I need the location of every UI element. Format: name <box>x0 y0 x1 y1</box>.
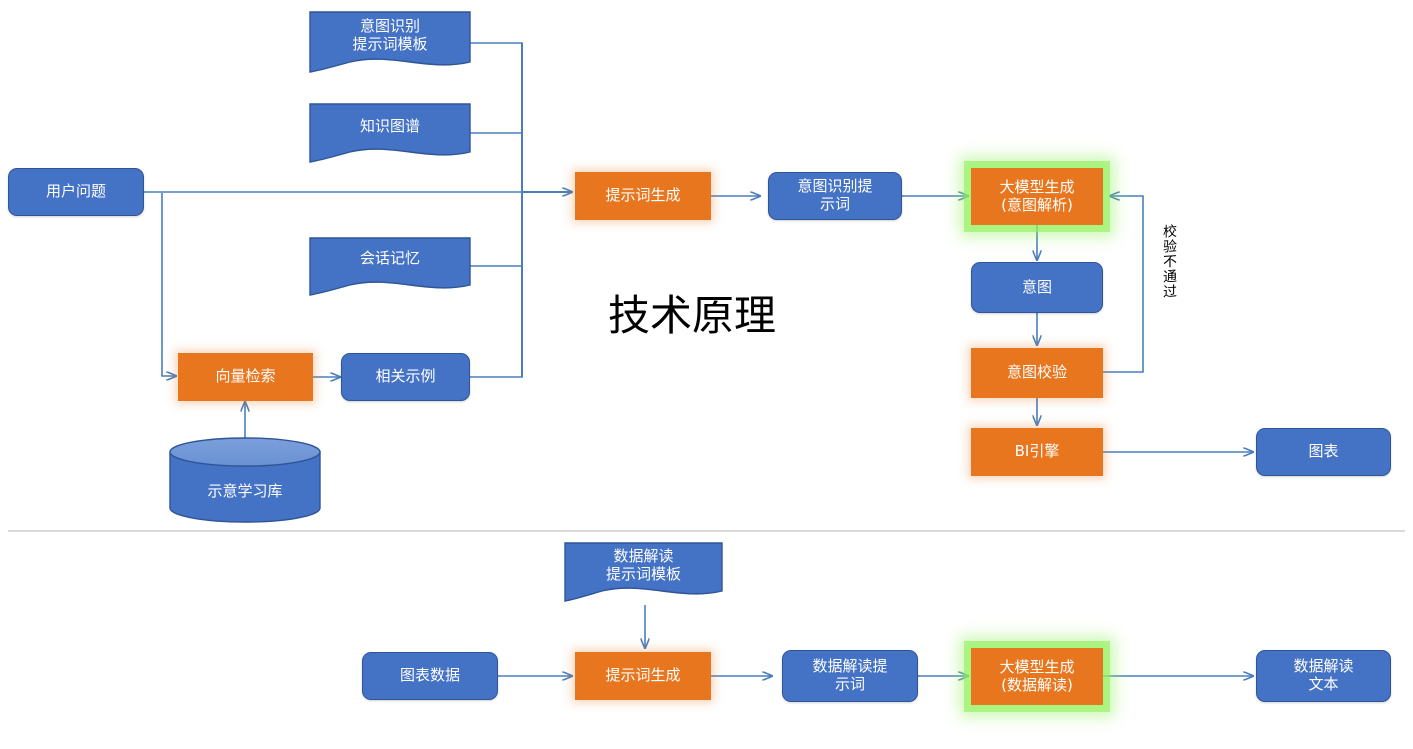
node-chart[interactable]: 图表 <box>1256 428 1391 476</box>
node-label: 会话记忆 <box>359 249 420 267</box>
node-intent-validation[interactable]: 意图校验 <box>971 348 1103 398</box>
node-label: 提示词生成 <box>605 186 681 205</box>
node-label: 意图识别 提示词模板 <box>352 17 428 53</box>
edge-validation-failed-loopback <box>1103 196 1144 373</box>
node-label: 知识图谱 <box>359 117 420 135</box>
edge-user-question-to-vector-search <box>161 193 176 376</box>
node-llm-intent[interactable]: 大模型生成 (意图解析) <box>971 168 1103 225</box>
node-label: BI引擎 <box>1014 442 1060 461</box>
node-prompt-generation-bottom[interactable]: 提示词生成 <box>575 652 711 700</box>
node-label: 提示词生成 <box>605 666 681 685</box>
node-label: 向量检索 <box>215 367 276 386</box>
node-label: 数据解读 文本 <box>1293 657 1354 693</box>
node-label: 大模型生成 (意图解析) <box>999 177 1075 214</box>
node-label: 用户问题 <box>45 182 106 201</box>
node-label: 意图 <box>1021 277 1052 296</box>
node-knowledge-graph: 知识图谱 <box>310 104 470 162</box>
node-label: 意图校验 <box>1006 363 1067 382</box>
edge-label-validation-failed: 校验不通过 <box>1161 223 1177 300</box>
section-divider <box>8 530 1405 532</box>
edge-intent-template-to-bus <box>470 42 523 192</box>
node-data-interpretation-text[interactable]: 数据解读 文本 <box>1256 650 1391 702</box>
node-related-examples[interactable]: 相关示例 <box>341 353 470 401</box>
node-llm-data[interactable]: 大模型生成 (数据解读) <box>971 648 1103 705</box>
node-bi-engine[interactable]: BI引擎 <box>971 428 1103 476</box>
node-data-prompt[interactable]: 数据解读提 示词 <box>782 650 918 702</box>
node-session-memory: 会话记忆 <box>310 238 470 295</box>
node-label: 大模型生成 (数据解读) <box>999 657 1075 694</box>
node-label: 图表数据 <box>399 666 460 685</box>
node-sample-library: 示意学习库 <box>170 438 320 522</box>
node-intent-prompt-template: 意图识别 提示词模板 <box>310 12 470 72</box>
node-intent[interactable]: 意图 <box>971 262 1103 313</box>
node-chart-data[interactable]: 图表数据 <box>362 652 498 700</box>
node-label: 图表 <box>1308 442 1339 461</box>
node-label: 数据解读 提示词模板 <box>605 547 681 583</box>
node-data-prompt-template: 数据解读 提示词模板 <box>565 543 722 601</box>
node-label: 示意学习库 <box>207 482 283 500</box>
node-label: 数据解读提 示词 <box>812 657 888 693</box>
node-vector-search[interactable]: 向量检索 <box>178 353 313 401</box>
node-user-question[interactable]: 用户问题 <box>8 168 144 216</box>
node-prompt-generation-top[interactable]: 提示词生成 <box>575 172 711 220</box>
node-label: 意图识别提 示词 <box>797 177 873 213</box>
node-intent-prompt[interactable]: 意图识别提 示词 <box>768 172 902 220</box>
edge-related-examples-to-bus <box>470 193 523 378</box>
page-title: 技术原理 <box>608 291 777 340</box>
node-label: 相关示例 <box>375 367 436 386</box>
